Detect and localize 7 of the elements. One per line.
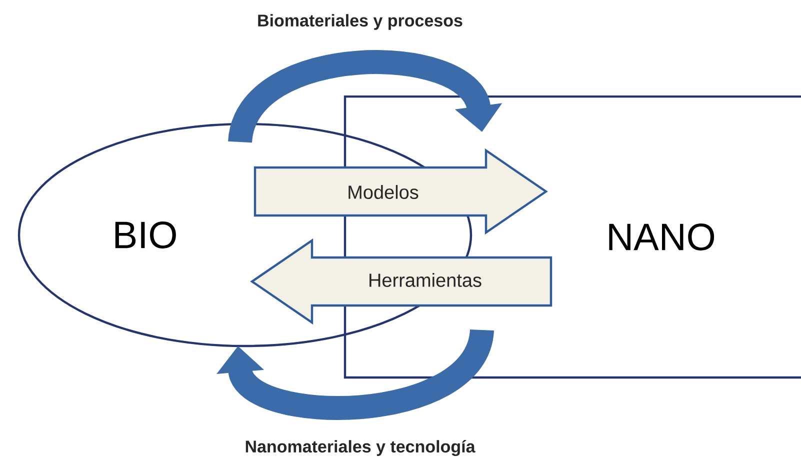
curved-arrow — [216, 327, 494, 420]
edge-label: Modelos — [346, 184, 420, 200]
block-arrow — [254, 148, 548, 235]
edge-label: Biomateriales y procesos — [256, 13, 464, 31]
block-arrow — [250, 238, 552, 325]
curved-arrow — [228, 50, 502, 145]
edge-label: Nanomateriales y tecnología — [244, 438, 476, 458]
